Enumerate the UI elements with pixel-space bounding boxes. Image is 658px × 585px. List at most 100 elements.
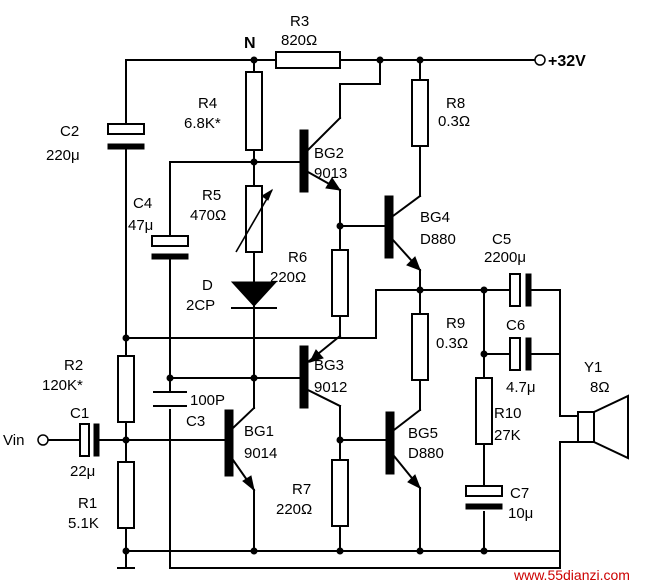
r2-value: 120K*	[42, 377, 83, 394]
bg1-value: 9014	[244, 445, 277, 462]
capacitor-c6-plate-neg	[525, 337, 532, 371]
r9-value: 0.3Ω	[436, 335, 468, 352]
speaker-cone	[593, 394, 629, 460]
c2-value: 220μ	[46, 147, 80, 164]
r6-value: 220Ω	[270, 269, 306, 286]
junction-output	[416, 286, 424, 294]
capacitors	[79, 123, 532, 510]
bg5-base-bar	[385, 411, 395, 475]
junction-c3	[166, 374, 174, 382]
resistors	[117, 51, 493, 529]
capacitor-c5-plate-pos	[509, 273, 521, 307]
r5-ref: R5	[202, 187, 221, 204]
bg3-base-bar	[299, 345, 309, 409]
bg2-ref: BG2	[314, 145, 344, 162]
c3-ref: C3	[186, 413, 205, 430]
r2-ref: R2	[64, 357, 83, 374]
bg1-emitter-arrow	[242, 475, 255, 492]
c1-value: 22μ	[70, 463, 95, 480]
resistor-r5	[245, 185, 263, 253]
vin-terminal	[37, 434, 49, 446]
resistor-r3	[275, 51, 341, 69]
d-ref: D	[202, 277, 213, 294]
capacitor-c4-plate-neg	[151, 253, 189, 260]
diode-d	[230, 281, 278, 309]
r4-value: 6.8K*	[184, 115, 221, 132]
capacitor-c5-plate-neg	[525, 273, 532, 307]
r8-ref: R8	[446, 95, 465, 112]
c2-ref: C2	[60, 123, 79, 140]
bg5-ref: BG5	[408, 425, 438, 442]
r8-value: 0.3Ω	[438, 113, 470, 130]
junction-bg3-base	[250, 374, 258, 382]
bg2-base-bar	[299, 129, 309, 193]
capacitor-c7-plate-pos	[465, 485, 503, 497]
bg5-emitter-arrow	[407, 474, 421, 490]
bg4-ref: BG4	[420, 209, 450, 226]
junction-ground-r1	[122, 547, 130, 555]
capacitor-c2-plate-pos	[107, 123, 145, 135]
junction-ground-bg1	[250, 547, 258, 555]
bg3-value: 9012	[314, 379, 347, 396]
junction-r3	[376, 56, 384, 64]
junction-ground-c7	[480, 547, 488, 555]
junction-ground-r7	[336, 547, 344, 555]
wires	[47, 59, 579, 569]
junction-r8	[416, 56, 424, 64]
capacitor-c7-plate-neg	[465, 503, 503, 510]
junction-c6	[480, 350, 488, 358]
junction-feedback	[122, 334, 130, 342]
resistor-r6	[331, 249, 349, 317]
resistor-r10	[475, 377, 493, 445]
node-n-label: N	[244, 35, 256, 52]
bg2-value: 9013	[314, 165, 347, 182]
bg4-base-bar	[384, 195, 394, 259]
bg3-emitter-arrow	[309, 349, 324, 363]
r7-ref: R7	[292, 481, 311, 498]
c4-value: 47μ	[128, 217, 153, 234]
resistor-r1	[117, 461, 135, 529]
junction-bg5-base	[336, 436, 344, 444]
y1-value: 8Ω	[590, 379, 610, 396]
wire-c4-top	[169, 161, 305, 237]
wire-feedback	[125, 289, 421, 339]
speaker-magnet	[577, 411, 595, 443]
bg3-collector	[306, 388, 342, 408]
capacitor-c3	[153, 391, 187, 407]
speaker-y1	[559, 394, 629, 460]
c5-value: 2200μ	[484, 249, 526, 266]
junction-n	[250, 56, 258, 64]
capacitor-c1-plate-neg	[93, 423, 100, 457]
r5-arrow-head	[261, 188, 274, 201]
capacitor-c1-plate-pos	[79, 423, 90, 457]
diode-triangle	[230, 281, 278, 307]
bg1-base-bar	[224, 409, 234, 477]
bg4-value: D880	[420, 231, 456, 248]
bg4-emitter-arrow	[406, 256, 421, 271]
resistor-r2	[117, 355, 135, 423]
bg2-emitter-arrow	[325, 177, 342, 191]
c6-ref: C6	[506, 317, 525, 334]
capacitor-c6-plate-pos	[509, 337, 521, 371]
y1-ref: Y1	[584, 359, 602, 376]
transistors	[224, 116, 422, 492]
vin-label: Vin	[3, 432, 24, 449]
capacitor-c4-plate-pos	[151, 235, 189, 247]
lower-return-wire	[169, 441, 561, 569]
r5-adjust-arrow	[235, 189, 273, 253]
r7-value: 220Ω	[276, 501, 312, 518]
supply-label: +32V	[548, 53, 586, 70]
r1-ref: R1	[78, 495, 97, 512]
wire-r3-bg2-collector	[339, 59, 381, 119]
junction-r10-top	[480, 286, 488, 294]
resistor-r8	[411, 79, 429, 147]
bg5-collector	[392, 408, 422, 432]
c6-value: 4.7μ	[506, 379, 536, 396]
resistor-r9	[411, 313, 429, 381]
d-value: 2CP	[186, 297, 215, 314]
c5-ref: C5	[492, 231, 511, 248]
bg1-ref: BG1	[244, 423, 274, 440]
junctions	[122, 56, 488, 555]
r10-ref: R10	[494, 405, 522, 422]
r4-ref: R4	[198, 95, 217, 112]
